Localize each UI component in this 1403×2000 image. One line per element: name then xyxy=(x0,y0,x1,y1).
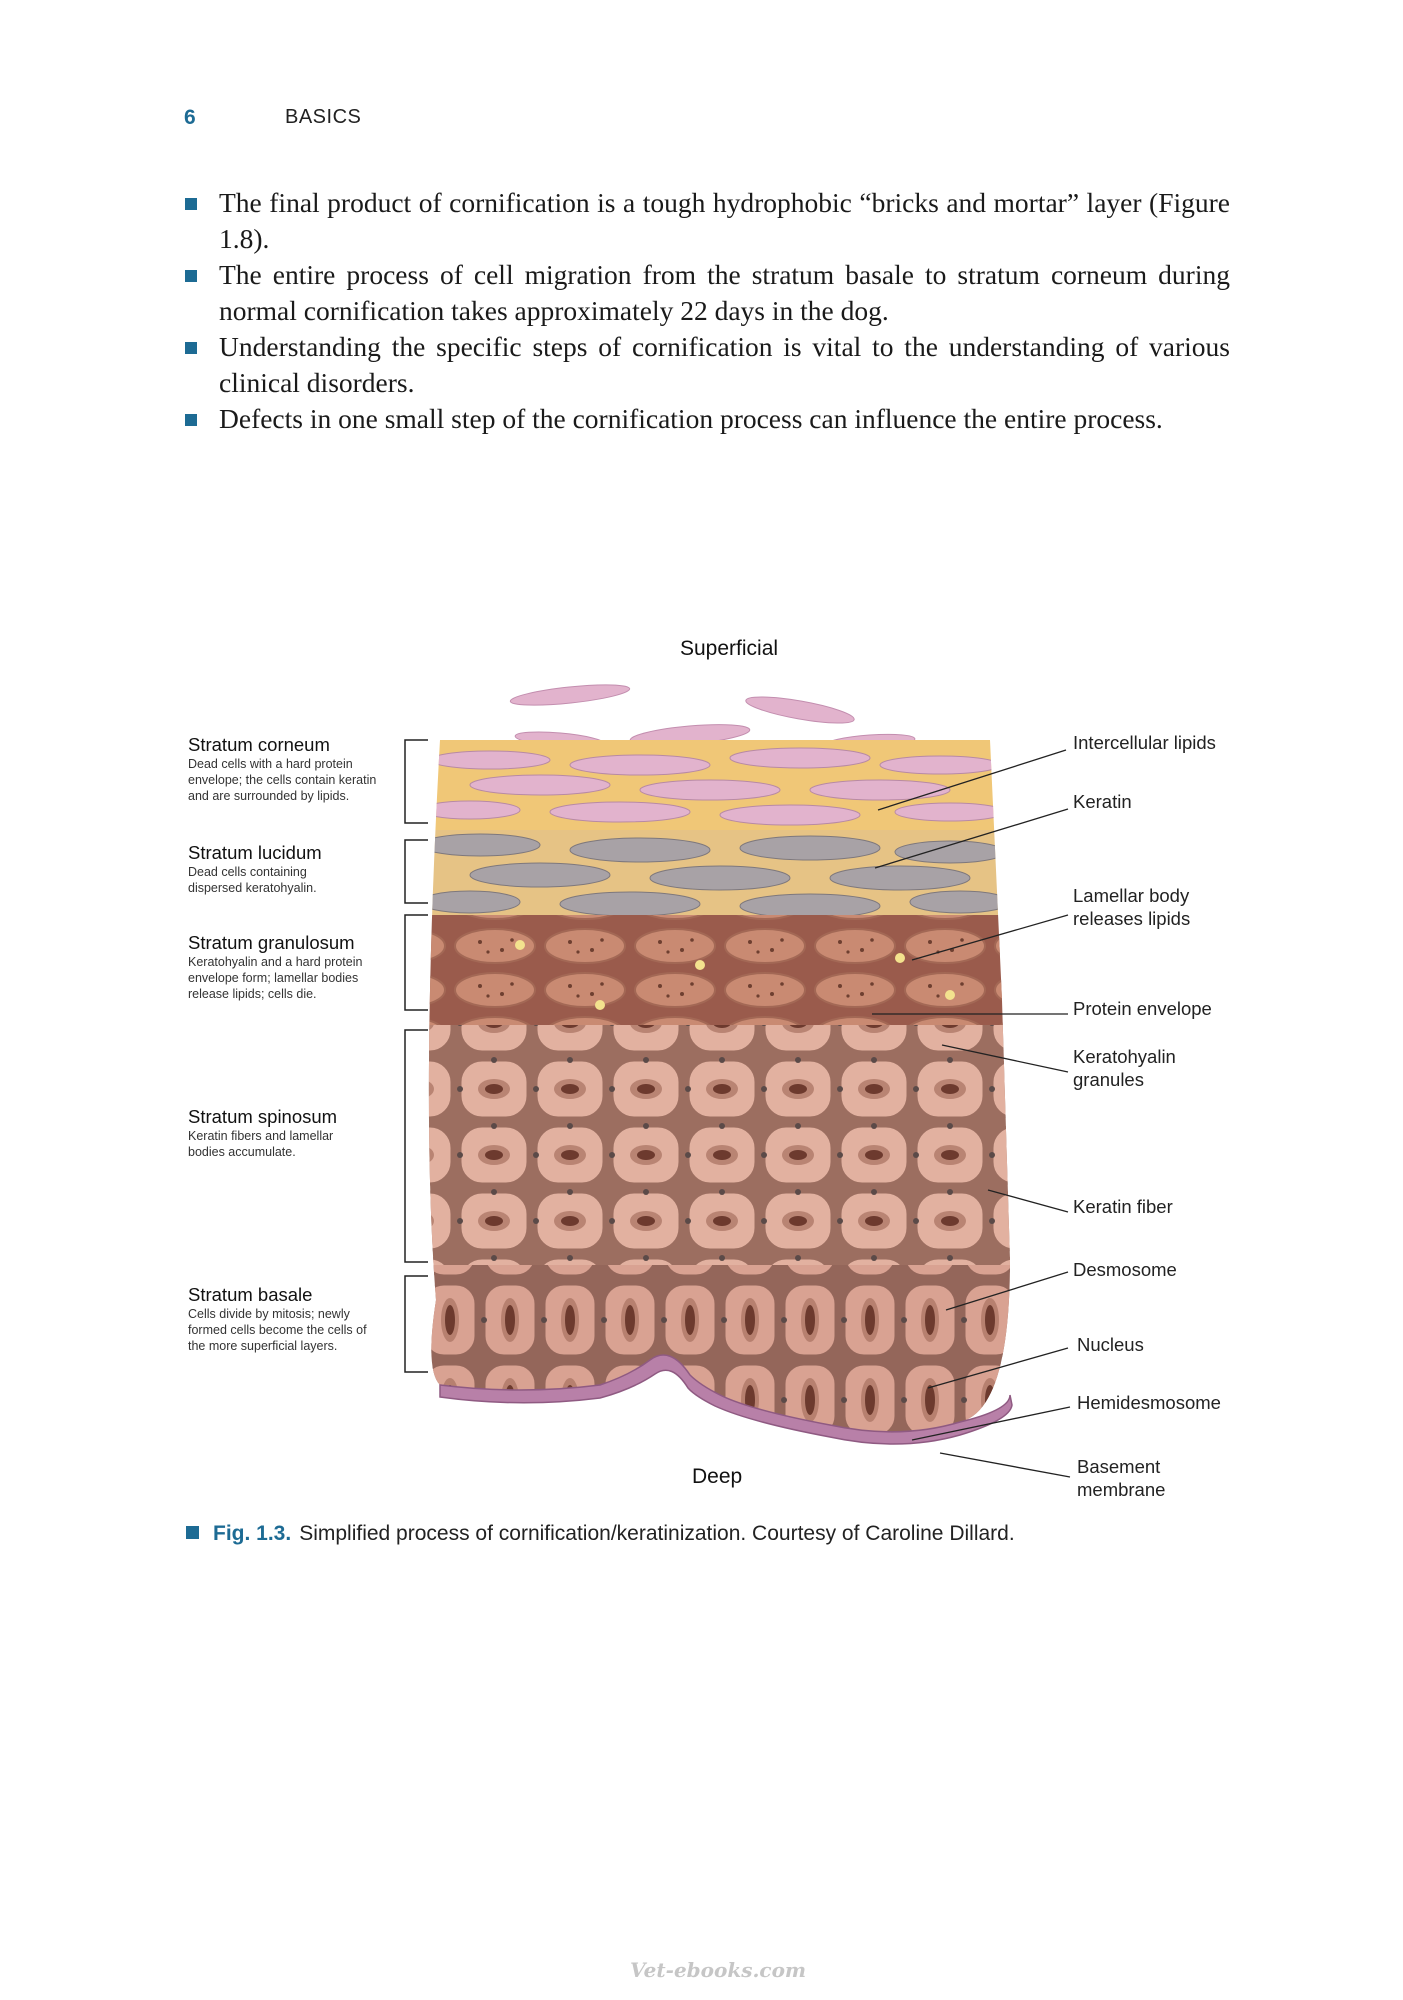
superficial-label: Superficial xyxy=(680,637,779,660)
callout-hemidesmosome: Hemidesmosome xyxy=(1077,1392,1221,1413)
stratum-corneum-layer xyxy=(428,747,1006,826)
callout-leaders xyxy=(872,749,1071,1478)
bullet-item: The final product of cornification is a … xyxy=(185,185,1230,257)
bullet-list: The final product of cornification is a … xyxy=(185,185,1230,437)
callout-desmosome: Desmosome xyxy=(1073,1259,1177,1280)
bullet-square-icon xyxy=(185,270,197,282)
callout-keratin: Keratin xyxy=(1073,791,1132,812)
bullet-square-icon xyxy=(185,342,197,354)
callout-basement-membrane: Basement membrane xyxy=(1077,1456,1166,1500)
watermark-logo: Vet-ebooks.com xyxy=(630,1958,807,1982)
bullet-square-icon xyxy=(185,414,197,426)
bullet-square-icon xyxy=(185,198,197,210)
layer-label-stratum-granulosum: Stratum granulosum Keratohyalin and a ha… xyxy=(188,932,363,1001)
layer-label-stratum-basale: Stratum basale Cells divide by mitosis; … xyxy=(188,1284,367,1353)
bullet-item: Understanding the specific steps of corn… xyxy=(185,329,1230,401)
layer-label-stratum-lucidum: Stratum lucidum Dead cells containing di… xyxy=(188,842,322,895)
running-head: BASICS xyxy=(285,106,362,128)
page-number: 6 xyxy=(184,106,196,129)
callout-intercellular-lipids: Intercellular lipids xyxy=(1073,732,1216,753)
bullet-item: Defects in one small step of the cornifi… xyxy=(185,401,1230,437)
figure-caption: Fig. 1.3.Simplified process of cornifica… xyxy=(186,1522,1015,1546)
layer-label-stratum-corneum: Stratum corneum Dead cells with a hard p… xyxy=(188,734,377,803)
callout-keratin-fiber: Keratin fiber xyxy=(1073,1196,1173,1217)
callout-nucleus: Nucleus xyxy=(1077,1334,1144,1355)
layer-label-stratum-spinosum: Stratum spinosum Keratin fibers and lame… xyxy=(188,1106,338,1159)
callout-lamellar-body: Lamellar body releases lipids xyxy=(1073,885,1191,929)
callout-protein-envelope: Protein envelope xyxy=(1073,998,1212,1019)
caption-square-icon xyxy=(186,1526,199,1539)
bullet-item: The entire process of cell migration fro… xyxy=(185,257,1230,329)
callout-keratohyalin-granules: Keratohyalin granules xyxy=(1073,1046,1176,1090)
layer-brackets xyxy=(404,739,428,1373)
basement-membrane xyxy=(439,1354,1013,1445)
deep-label: Deep xyxy=(692,1465,743,1488)
